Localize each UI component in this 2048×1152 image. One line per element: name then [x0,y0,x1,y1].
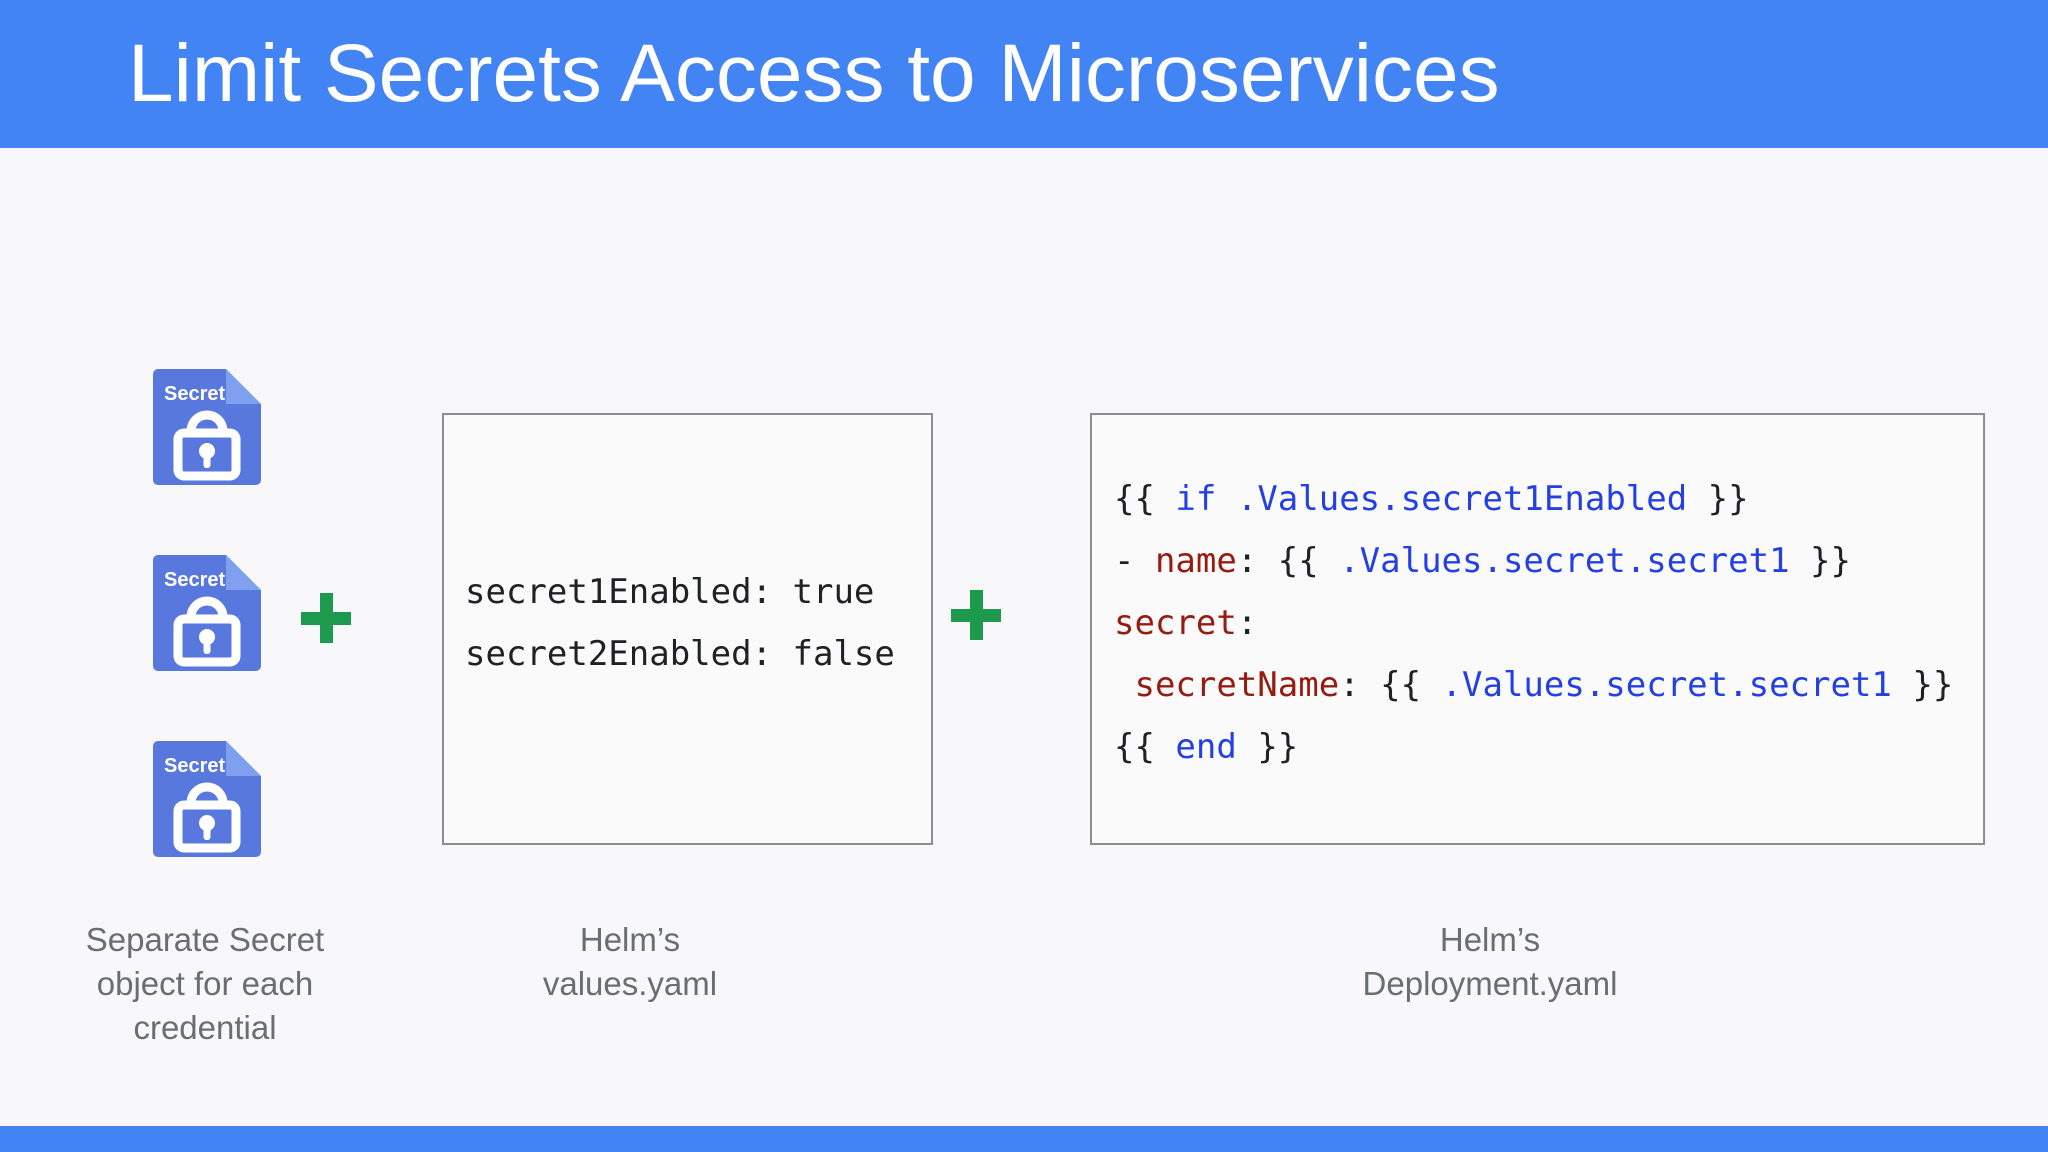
values-yaml-code: secret1Enabled: true secret2Enabled: fals… [465,561,895,685]
deployment-yaml-code: {{ if .Values.secret1Enabled }} - name: {… [1114,468,1953,778]
plus-icon [951,590,1001,640]
caption-secret-stack: Separate Secret object for each credenti… [0,918,410,1050]
caption-line: Helm’s [1439,921,1541,958]
slide-header: Limit Secrets Access to Microservices [0,0,2048,148]
caption-line: credential [133,1009,277,1046]
secret-file-icon: Secret [153,369,261,485]
lock-keyhole-stem [203,454,211,468]
caption-line: Helm’s [579,921,681,958]
doc-corner-fold [226,555,261,590]
code-line: {{ end }} [1114,727,1299,767]
secret-icon-label: Secret [164,383,225,405]
code-line: secret1Enabled: true [465,572,875,612]
footer-bar [0,1126,2048,1152]
caption-line: Deployment.yaml [1362,965,1618,1002]
code-line: secret: [1114,603,1258,643]
lock-keyhole-stem [203,640,211,654]
caption-line: object for each [96,965,314,1002]
secret-icon-label: Secret [164,569,225,591]
lock-keyhole-stem [203,826,211,840]
caption-line: values.yaml [542,965,718,1002]
lock-keyhole [199,443,215,459]
page-title: Limit Secrets Access to Microservices [128,28,1500,119]
secret-icon-label: Secret [164,755,225,777]
caption-line: Separate Secret [85,921,325,958]
plus-icon [301,593,351,643]
lock-keyhole [199,815,215,831]
deployment-yaml-box: {{ if .Values.secret1Enabled }} - name: {… [1090,413,1985,845]
code-line: secret2Enabled: false [465,634,895,674]
doc-corner-fold [226,741,261,776]
code-line: secretName: {{ .Values.secret.secret1 }} [1134,665,1954,705]
secret-file-icon: Secret [153,741,261,857]
code-line: - name: {{ .Values.secret.secret1 }} [1114,541,1851,581]
doc-corner-fold [226,369,261,404]
values-yaml-box: secret1Enabled: true secret2Enabled: fals… [442,413,933,845]
secret-file-icon: Secret [153,555,261,671]
caption-deployment-yaml: Helm’s Deployment.yaml [1290,918,1690,1006]
lock-keyhole [199,629,215,645]
code-line: {{ if .Values.secret1Enabled }} [1114,479,1749,519]
caption-values-yaml: Helm’s values.yaml [430,918,830,1006]
